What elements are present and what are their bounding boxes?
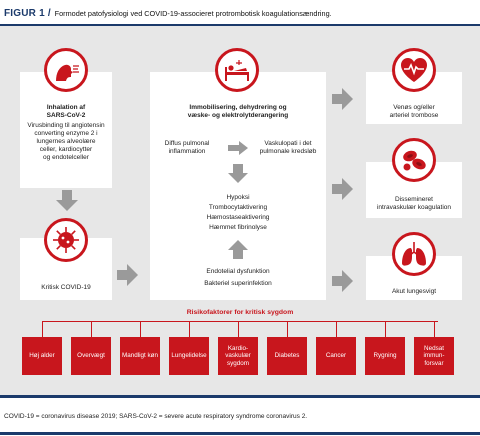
lung-failure-label: Akut lungesvigt — [391, 288, 437, 295]
inhalation-body-1: Virusbinding til angiotensin — [27, 122, 105, 129]
center-title-2: væske- og elektrolytderangering — [187, 112, 289, 119]
risk-stem — [287, 321, 288, 337]
center-mid-2: Trombocytaktivering — [208, 204, 268, 211]
risk-factor-label: Lungelidelse — [171, 352, 207, 360]
bottom-rule — [0, 432, 480, 435]
risk-factor-diabetes: Diabetes — [267, 337, 307, 375]
risk-connector-line — [42, 321, 438, 322]
center-bottom-1: Endotelial dysfunktion — [206, 268, 270, 275]
lungs-icon-circle — [392, 232, 436, 276]
risk-factors-title: Risikofaktorer for kritisk sygdom — [186, 309, 294, 316]
right-arrow-3 — [332, 270, 353, 292]
right-arrow-2 — [332, 178, 353, 200]
risk-factor-label: Mandligt køn — [121, 352, 159, 360]
right-arrow-critical — [117, 264, 138, 286]
inhalation-body-3: lungernes alveolære — [36, 138, 96, 145]
top-rule — [0, 24, 480, 26]
risk-stem — [140, 321, 141, 337]
patient-in-bed-icon — [225, 60, 249, 81]
down-arrow-center — [228, 164, 248, 183]
thrombosis-1: Venøs og/eller — [393, 104, 435, 111]
risk-factor-label: Kardio- — [227, 344, 249, 352]
risk-factor-label: Nedsat — [424, 344, 444, 352]
risk-stem — [434, 321, 435, 337]
dic-1: Dissemineret — [395, 196, 433, 203]
virus-icon — [53, 227, 79, 253]
blood-cells-icon — [403, 150, 426, 171]
vasculopathy-1: Vaskulopati i det — [264, 140, 312, 147]
person-breathing-icon — [56, 64, 79, 81]
figure-slash: / — [47, 7, 51, 19]
center-bottom-2: Bakteriel superinfektion — [204, 280, 272, 287]
risk-factor-label: sygdom — [226, 359, 250, 367]
risk-factor-cardiovascular: Kardio- vaskulær sygdom — [218, 337, 258, 375]
center-box — [150, 72, 326, 300]
right-arrow-1 — [332, 88, 353, 110]
risk-factor-label: Cancer — [325, 352, 347, 360]
diffuse-inflammation-2: inflammation — [168, 148, 206, 155]
footnote: COVID-19 = coronavirus disease 2019; SAR… — [4, 413, 308, 420]
inhalation-icon-circle — [44, 48, 88, 92]
risk-stem — [238, 321, 239, 337]
inhalation-body-2: converting enzyme 2 i — [34, 130, 98, 137]
right-arrow-inflammation — [228, 141, 248, 155]
vasculopathy-2: pulmonale kredsløb — [259, 148, 317, 155]
risk-stem — [42, 321, 43, 337]
lungs-icon — [402, 242, 426, 266]
risk-factor-label: vaskulær — [225, 352, 251, 360]
virus-icon-circle — [44, 218, 88, 262]
heart-rate-icon — [401, 58, 427, 82]
center-mid-4: Hæmmet fibrinolyse — [209, 224, 267, 231]
thrombosis-2: arteriel trombose — [389, 112, 439, 119]
risk-factor-label: forsvar — [424, 359, 444, 367]
risk-factor-lung-disease: Lungelidelse — [169, 337, 209, 375]
risk-stem — [91, 321, 92, 337]
risk-factor-immune: Nedsat immun- forsvar — [414, 337, 454, 375]
patient-icon-circle — [215, 48, 259, 92]
inhalation-body-4: celler, kardiocytter — [39, 146, 93, 153]
inhalation-title-2: SARS-CoV-2 — [46, 112, 86, 119]
inhalation-body-5: og endotelceller — [43, 154, 89, 161]
risk-factor-overweight: Overvægt — [71, 337, 111, 375]
risk-factor-age: Høj alder — [22, 337, 62, 375]
figure-title: Formodet patofysiologi ved COVID-19-asso… — [54, 8, 332, 18]
critical-covid-label: Kritisk COVID-19 — [41, 284, 91, 291]
inhalation-title-1: Inhalation af — [46, 104, 86, 111]
risk-factor-label: Høj alder — [29, 352, 55, 360]
heart-icon-circle — [392, 48, 436, 92]
diffuse-inflammation-1: Diffus pulmonal — [164, 140, 210, 147]
blood-cells-icon-circle — [392, 138, 436, 182]
center-mid-1: Hypoksi — [226, 194, 250, 201]
risk-factor-label: immun- — [423, 352, 445, 360]
risk-factor-male-sex: Mandligt køn — [120, 337, 160, 375]
risk-factor-smoking: Rygning — [365, 337, 405, 375]
dic-2: intravaskulær koagulation — [376, 204, 452, 211]
center-title-1: Immobilisering, dehydrering og — [189, 104, 287, 111]
risk-stem — [189, 321, 190, 337]
up-arrow-center — [228, 240, 248, 259]
risk-factor-label: Diabetes — [274, 352, 300, 360]
risk-factor-cancer: Cancer — [316, 337, 356, 375]
risk-stem — [385, 321, 386, 337]
risk-factor-label: Rygning — [373, 352, 397, 360]
risk-factor-label: Overvægt — [77, 352, 105, 360]
down-arrow-left — [56, 190, 78, 211]
risk-stem — [336, 321, 337, 337]
figure-caption: FIGUR 1 / Formodet patofysiologi ved COV… — [0, 6, 480, 20]
center-mid-3: Hæmostaseaktivering — [206, 214, 270, 221]
figure-label: FIGUR 1 — [4, 7, 45, 19]
